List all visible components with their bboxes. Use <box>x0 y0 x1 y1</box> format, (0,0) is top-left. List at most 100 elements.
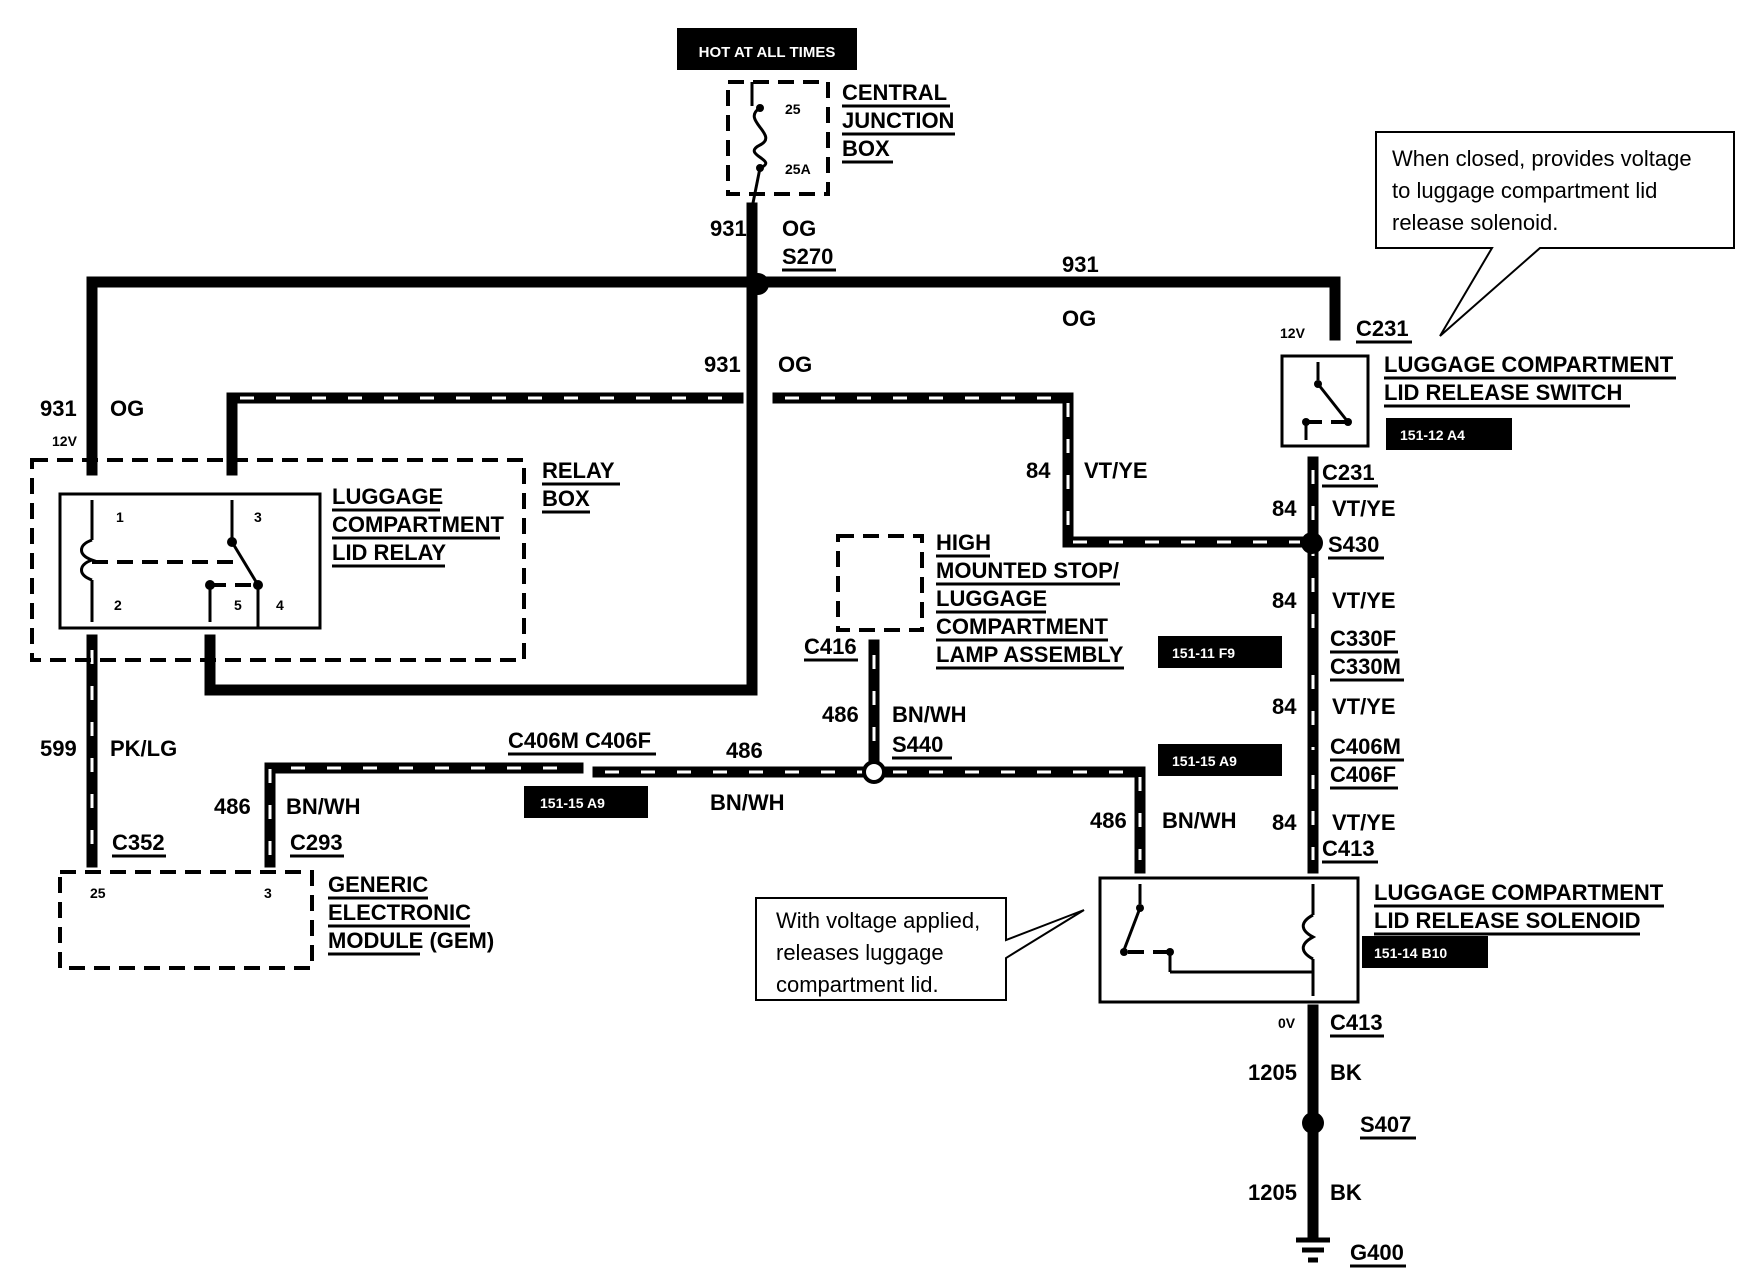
svg-text:OG: OG <box>778 352 812 377</box>
svg-text:C406M C406F: C406M C406F <box>508 728 651 753</box>
svg-text:BK: BK <box>1330 1060 1362 1085</box>
wire-stripes <box>90 396 1315 860</box>
svg-text:VT/YE: VT/YE <box>1332 694 1396 719</box>
svg-text:C406F: C406F <box>1330 762 1396 787</box>
svg-text:25: 25 <box>785 101 801 117</box>
svg-text:931: 931 <box>710 216 747 241</box>
svg-text:151-14 B10: 151-14 B10 <box>1374 945 1447 961</box>
svg-text:BN/WH: BN/WH <box>1162 808 1237 833</box>
svg-text:G400: G400 <box>1350 1240 1404 1265</box>
splice-s407-dot <box>1302 1112 1324 1134</box>
svg-text:C413: C413 <box>1322 836 1375 861</box>
svg-text:When closed, provides voltage: When closed, provides voltage <box>1392 146 1692 171</box>
svg-text:S407: S407 <box>1360 1112 1411 1137</box>
svg-text:151-12 A4: 151-12 A4 <box>1400 427 1465 443</box>
svg-text:25A: 25A <box>785 161 811 177</box>
svg-text:C330M: C330M <box>1330 654 1401 679</box>
fuse-icon <box>752 106 768 170</box>
svg-text:C406M: C406M <box>1330 734 1401 759</box>
svg-text:VT/YE: VT/YE <box>1332 810 1396 835</box>
svg-text:C231: C231 <box>1356 316 1409 341</box>
callout-switch-note: When closed, provides voltage to luggage… <box>1375 131 1735 337</box>
svg-text:1205: 1205 <box>1248 1060 1297 1085</box>
svg-text:MOUNTED STOP/: MOUNTED STOP/ <box>936 558 1119 583</box>
svg-text:VT/YE: VT/YE <box>1332 496 1396 521</box>
release-solenoid: LUGGAGE COMPARTMENT LID RELEASE SOLENOID… <box>1098 876 1664 1140</box>
wire-labels: 931 OG S270 931 OG 931 OG 931 OG 12V 84 … <box>40 216 1396 1205</box>
svg-text:LAMP ASSEMBLY: LAMP ASSEMBLY <box>936 642 1124 667</box>
svg-text:5: 5 <box>234 597 242 613</box>
splice-s270-dot <box>747 273 769 295</box>
svg-text:COMPARTMENT: COMPARTMENT <box>936 614 1108 639</box>
lamp-assembly: HIGH MOUNTED STOP/ LUGGAGE COMPARTMENT L… <box>836 530 1124 670</box>
svg-text:151-11 F9: 151-11 F9 <box>1172 645 1235 661</box>
svg-text:VT/YE: VT/YE <box>1084 458 1148 483</box>
svg-text:C231: C231 <box>1322 460 1375 485</box>
svg-text:931: 931 <box>40 396 77 421</box>
badge-switch: 151-12 A4 <box>1386 418 1512 450</box>
svg-text:486: 486 <box>822 702 859 727</box>
svg-text:OG: OG <box>110 396 144 421</box>
svg-text:S270: S270 <box>782 244 833 269</box>
svg-text:4: 4 <box>276 597 284 613</box>
central-junction-box: 25 25A CENTRAL JUNCTION BOX <box>726 80 955 209</box>
svg-text:CENTRAL: CENTRAL <box>842 80 947 105</box>
svg-text:GENERIC: GENERIC <box>328 872 428 897</box>
svg-text:HOT AT ALL TIMES: HOT AT ALL TIMES <box>699 44 836 61</box>
reference-badges: 151-12 A4 151-11 F9 151-15 A9 151-15 A9 … <box>524 418 1512 968</box>
badge-solenoid: 151-14 B10 <box>1362 936 1488 968</box>
svg-text:HIGH: HIGH <box>936 530 991 555</box>
solenoid-switch-arm <box>1122 907 1142 951</box>
relay-switch-arm <box>230 541 260 586</box>
svg-text:With voltage applied,: With voltage applied, <box>776 908 980 933</box>
badge-c406-left: 151-15 A9 <box>524 786 648 818</box>
svg-text:486: 486 <box>214 794 251 819</box>
svg-text:ELECTRONIC: ELECTRONIC <box>328 900 471 925</box>
hot-at-all-times-banner: HOT AT ALL TIMES <box>677 28 857 70</box>
svg-text:COMPARTMENT: COMPARTMENT <box>332 512 504 537</box>
svg-text:12V: 12V <box>1280 325 1306 341</box>
svg-text:JUNCTION: JUNCTION <box>842 108 954 133</box>
wire-931-vertical <box>204 202 758 696</box>
splice-s430-dot <box>1301 532 1323 554</box>
svg-text:compartment lid.: compartment lid. <box>776 972 939 997</box>
solenoid-coil-icon <box>1301 913 1317 961</box>
svg-text:931: 931 <box>704 352 741 377</box>
svg-text:OG: OG <box>1062 306 1096 331</box>
svg-text:C352: C352 <box>112 830 165 855</box>
svg-text:BN/WH: BN/WH <box>710 790 785 815</box>
svg-text:3: 3 <box>254 509 262 525</box>
svg-text:LUGGAGE: LUGGAGE <box>936 586 1047 611</box>
relay-box: RELAY BOX 1 3 2 5 4 LUGGAGE COMPARTMENT … <box>30 458 620 662</box>
svg-text:RELAY: RELAY <box>542 458 615 483</box>
svg-text:MODULE (GEM): MODULE (GEM) <box>328 928 494 953</box>
gem-module: 25 3 GENERIC ELECTRONIC MODULE (GEM) <box>58 870 494 970</box>
svg-text:84: 84 <box>1272 588 1297 613</box>
svg-text:S430: S430 <box>1328 532 1379 557</box>
svg-text:OG: OG <box>782 216 816 241</box>
switch-arm <box>1316 383 1350 423</box>
svg-text:0V: 0V <box>1278 1015 1296 1031</box>
ground-symbol: G400 <box>1296 1237 1406 1268</box>
svg-text:C416: C416 <box>804 634 857 659</box>
svg-text:BN/WH: BN/WH <box>892 702 967 727</box>
badge-c330: 151-11 F9 <box>1158 636 1282 668</box>
svg-text:1: 1 <box>116 509 124 525</box>
wire-931-top-bus <box>86 276 1341 476</box>
svg-text:151-15 A9: 151-15 A9 <box>540 795 605 811</box>
svg-text:LUGGAGE: LUGGAGE <box>332 484 443 509</box>
svg-text:C330F: C330F <box>1330 626 1396 651</box>
svg-text:84: 84 <box>1272 694 1297 719</box>
svg-text:BOX: BOX <box>542 486 590 511</box>
svg-text:LUGGAGE COMPARTMENT: LUGGAGE COMPARTMENT <box>1384 352 1674 377</box>
svg-text:25: 25 <box>90 885 106 901</box>
callout-solenoid-note: With voltage applied, releases luggage c… <box>755 897 1085 1001</box>
splice-s440-dot <box>862 760 886 784</box>
svg-text:84: 84 <box>1272 810 1297 835</box>
svg-text:LID RELEASE SOLENOID: LID RELEASE SOLENOID <box>1374 908 1640 933</box>
release-switch: 12V C231 LUGGAGE COMPARTMENT LID RELEASE… <box>1280 316 1676 560</box>
svg-text:151-15 A9: 151-15 A9 <box>1172 753 1237 769</box>
svg-text:to luggage compartment lid: to luggage compartment lid <box>1392 178 1657 203</box>
wire-486-right <box>592 766 1146 874</box>
svg-text:12V: 12V <box>52 433 78 449</box>
